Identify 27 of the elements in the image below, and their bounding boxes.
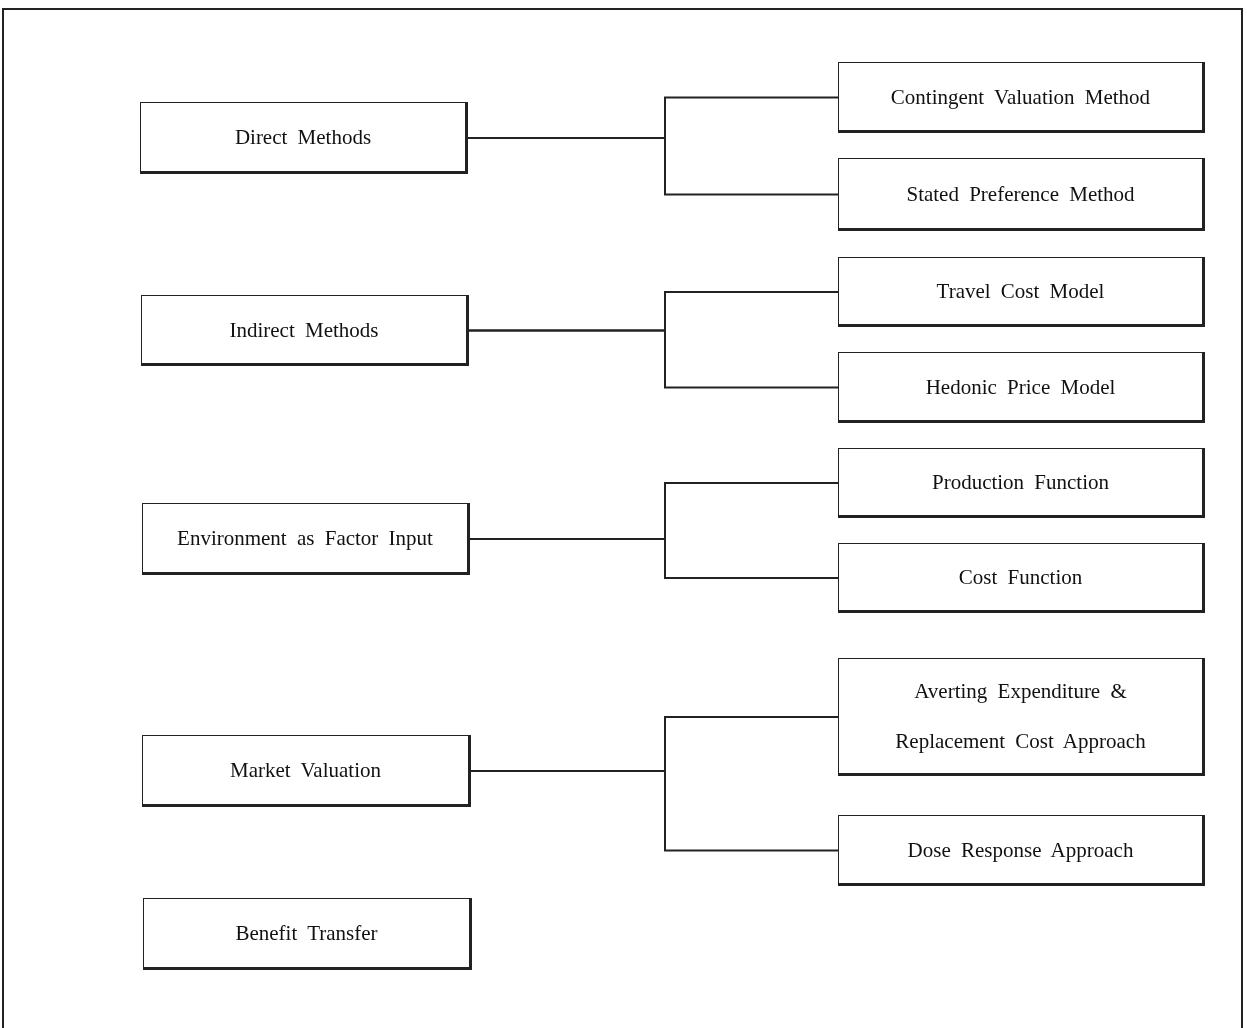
method-box [143, 898, 472, 970]
box-label: Dose Response Approach [907, 836, 1134, 864]
box-label: Cost Function [958, 564, 1083, 591]
method-box [141, 295, 469, 366]
box-label: Contingent Valuation Method [890, 83, 1151, 111]
method-box [838, 257, 1205, 327]
method-box [142, 503, 470, 575]
connector-line [468, 329, 839, 389]
method-box [140, 102, 468, 174]
box-label: Benefit Transfer [235, 920, 378, 947]
method-box [838, 158, 1205, 231]
method-box [838, 543, 1205, 613]
method-box [838, 62, 1205, 133]
method-box [838, 448, 1205, 518]
method-box [838, 658, 1205, 776]
box-label: Direct Methods [234, 124, 372, 151]
box-label: Production Function [931, 469, 1110, 496]
method-box [142, 735, 471, 807]
method-box [838, 352, 1205, 423]
box-label: Environment as Factor Input [177, 525, 433, 552]
box-label: Indirect Methods [229, 316, 379, 344]
box-label: Hedonic Price Model [925, 373, 1116, 401]
box-label: Averting Expenditure & Replacement Cost Approach [894, 678, 1147, 755]
box-label: Travel Cost Model [936, 278, 1105, 305]
method-box [838, 815, 1205, 886]
box-label: Stated Preference Method [906, 180, 1135, 208]
box-label: Market Valuation [230, 757, 381, 784]
